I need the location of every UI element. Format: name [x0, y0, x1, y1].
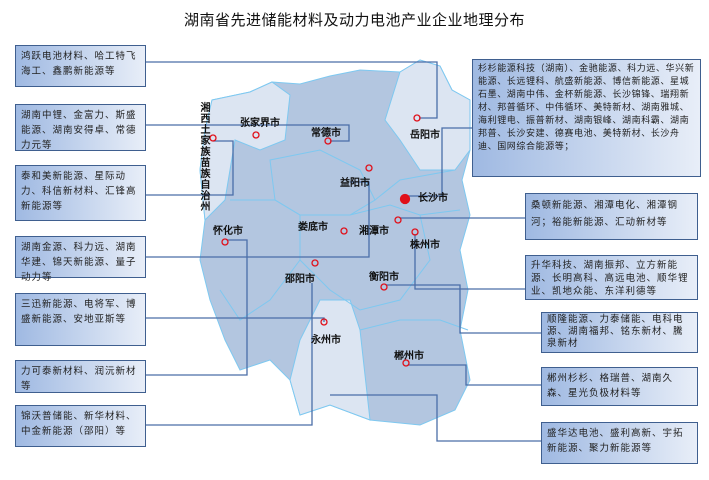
connector-lines [146, 61, 541, 442]
page-title: 湖南省先进储能材料及动力电池产业企业地理分布 [183, 11, 525, 29]
province-shape [199, 59, 471, 426]
companies-box-xiangxi: 泰和美新能源、星际动力、科信新材料、汇锋高新能源等 [15, 165, 146, 221]
marker-loudi [340, 227, 348, 235]
companies-box-yongzhou: 盛华达电池、盛利高新、宇拓新能源、聚力新能源等 [541, 422, 698, 464]
marker-zhangjiajie [252, 131, 260, 139]
companies-box-chenzhou: 郴州杉杉、格瑞普、湖南久森、星光负极材料等 [541, 367, 698, 406]
companies-box-yiyang: 湖南金源、科力远、湖南华建、锦天新能源、量子动力等 [15, 236, 146, 283]
city-label-xiangtan: 湘潭市 [359, 226, 389, 237]
companies-box-huaihua: 力可泰新材料、润沅新材等 [15, 360, 146, 393]
city-label-yiyang: 益阳市 [340, 178, 370, 189]
marker-changde [324, 137, 332, 145]
city-markers [209, 114, 421, 367]
city-label-yongzhou: 永州市 [311, 335, 341, 346]
city-label-changsha: 长沙市 [418, 193, 448, 204]
marker-huaihua [221, 238, 229, 246]
companies-box-changde: 湖南中锂、金富力、斯盛能源、湖南安得卓、常德力元等 [15, 104, 146, 151]
companies-box-loudi: 三迅新能源、电将军、博盛新能源、安地亚斯等 [15, 293, 146, 346]
city-label-zhangjiajie: 张家界市 [240, 118, 280, 129]
city-label-changde: 常德市 [311, 128, 341, 139]
companies-box-hengyang: 顺隆能源、力泰储能、电科电源、湖南福邦、铭东新材、騰泉新材 [541, 312, 698, 353]
marker-hengyang [380, 283, 388, 291]
city-label-huaihua: 怀化市 [213, 226, 243, 237]
city-label-zhuzhou: 株州市 [410, 240, 440, 251]
city-label-yueyang: 岳阳市 [410, 130, 440, 141]
city-label-shaoyang: 邵阳市 [285, 274, 315, 285]
city-label-hengyang: 衡阳市 [369, 272, 399, 283]
marker-shaoyang [311, 259, 319, 267]
marker-chenzhou [402, 359, 410, 367]
marker-yongzhou [320, 318, 328, 326]
companies-box-zhuzhou: 升华科技、湖南振邦、立方新能源、长明高科、高远电池、顺华锂业、凯地众能、东洋利德… [525, 255, 698, 300]
companies-box-xiangtan: 桑顿新能源、湘潭电化、湘潭钢河；裕能新能源、汇动新材等 [525, 193, 698, 240]
companies-box-zhangjiajie: 鸿跃电池材料、哈工特飞海工、鑫鹏新能源等 [15, 45, 146, 87]
city-label-xiangxi: 湘西土家族苗族自治州 [198, 102, 209, 212]
marker-xiangtan [394, 216, 402, 224]
companies-box-shaoyang: 锦沃普储能、新华材料、中金新能源（邵阳）等 [15, 405, 146, 447]
city-label-chenzhou: 郴州市 [394, 351, 424, 362]
marker-zhuzhou [411, 228, 419, 236]
marker-changsha [399, 193, 411, 205]
marker-yiyang [365, 164, 373, 172]
marker-yueyang [413, 114, 421, 122]
marker-xiangxi [209, 134, 217, 142]
companies-box-changsha: 杉杉能源科技（湖南）、金驰能源、科力远、华兴新能源、长远锂科、航盛新能源、博信新… [472, 59, 701, 177]
city-label-loudi: 娄底市 [298, 222, 328, 233]
